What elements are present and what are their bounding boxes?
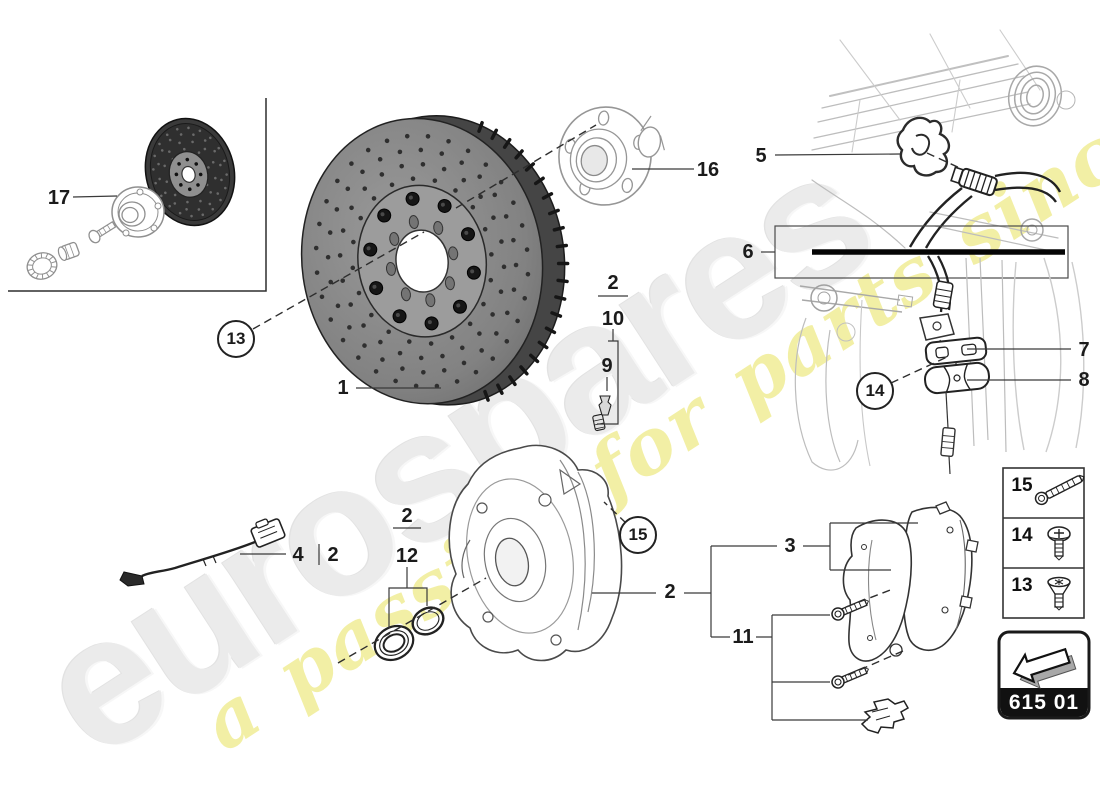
- fastener-legend: [1002, 467, 1085, 619]
- brake-pads: [842, 501, 979, 662]
- callout-6[interactable]: 6: [742, 241, 754, 263]
- page-code: 615 01: [1008, 690, 1080, 714]
- callout-2-shield[interactable]: 2: [664, 581, 676, 603]
- retaining-bracket: [896, 116, 951, 177]
- callout-3[interactable]: 3: [784, 535, 796, 557]
- callout-circle-15[interactable]: 15: [619, 516, 657, 554]
- legend-number-14[interactable]: 14: [1011, 525, 1033, 546]
- callout-12[interactable]: 12: [395, 545, 419, 567]
- hub-flange: [558, 106, 665, 206]
- suspension-photo-lower: [794, 257, 1085, 471]
- direction-arrow-icon: [1012, 647, 1077, 689]
- countersunk-screw-icon: [1047, 576, 1071, 611]
- legend-number-15[interactable]: 15: [1011, 475, 1033, 496]
- o-ring: [411, 606, 445, 636]
- leader-lines: [72, 153, 1071, 721]
- callout-10[interactable]: 10: [601, 308, 625, 330]
- pan-head-screw-icon: [1047, 526, 1071, 561]
- dashed-leaders: [252, 124, 963, 676]
- callout-2-qty-12[interactable]: 2: [401, 505, 413, 527]
- pad-screw-upper: [831, 598, 869, 621]
- callout-2-sensor[interactable]: 2: [327, 544, 339, 566]
- callout-2-qty-10[interactable]: 2: [607, 272, 619, 294]
- brake-pipe-and-clamps: [919, 255, 990, 475]
- callout-1[interactable]: 1: [337, 377, 349, 399]
- callout-5[interactable]: 5: [755, 145, 767, 167]
- callout-circle-14[interactable]: 14: [856, 372, 894, 410]
- callout-11[interactable]: 11: [732, 626, 754, 648]
- brake-disc-shield: [448, 444, 623, 662]
- inset-border: [8, 98, 267, 292]
- pad-screw-lower: [831, 666, 869, 689]
- small-brake-disc: [144, 117, 236, 227]
- long-bolt-icon: [1034, 474, 1085, 506]
- hose-fitting: [908, 166, 1062, 249]
- callout-4[interactable]: 4: [292, 544, 304, 566]
- callout-7[interactable]: 7: [1078, 339, 1090, 361]
- callout-circle-13[interactable]: 13: [217, 320, 255, 358]
- wheel-hub-assembly: [26, 186, 165, 280]
- page-code-badge: [997, 630, 1091, 720]
- bleeder-valve: [592, 395, 612, 432]
- legend-number-13[interactable]: 13: [1011, 575, 1033, 596]
- pad-spring-clip: [860, 698, 910, 734]
- callout-9[interactable]: 9: [601, 355, 613, 377]
- callout-17[interactable]: 17: [47, 187, 71, 209]
- seal-ring: [373, 624, 415, 662]
- pad-wear-sensor: [119, 518, 286, 587]
- callout-8[interactable]: 8: [1078, 369, 1090, 391]
- callout-16[interactable]: 16: [696, 159, 720, 181]
- suspension-photo-upper: [811, 29, 1076, 253]
- brake-disc: [300, 114, 570, 406]
